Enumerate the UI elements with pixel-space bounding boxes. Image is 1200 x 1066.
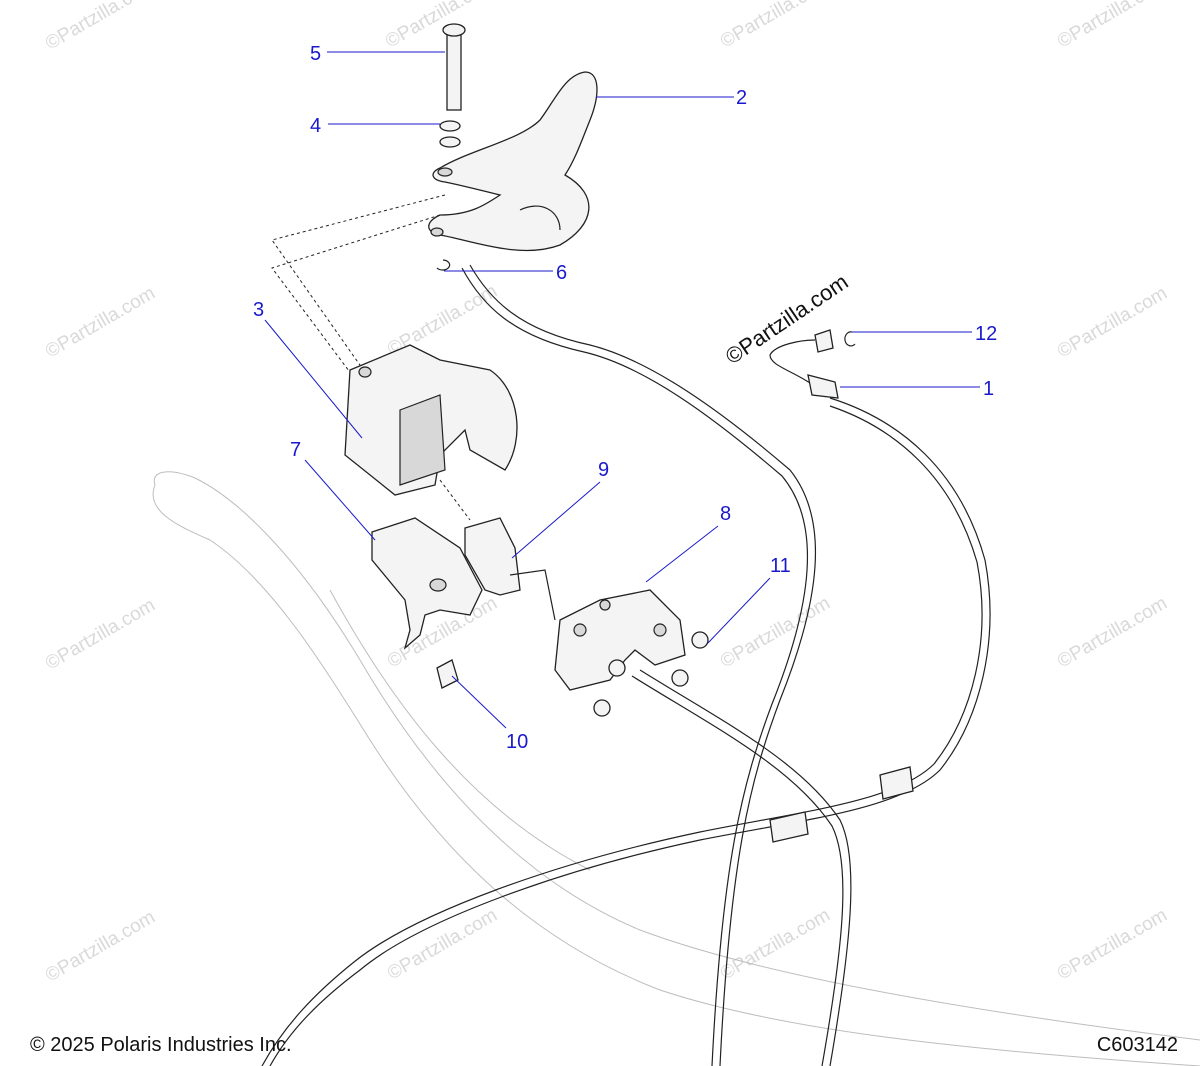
- callout-6[interactable]: 6: [556, 262, 567, 284]
- callout-12[interactable]: 12: [975, 323, 997, 345]
- callout-3[interactable]: 3: [253, 299, 264, 321]
- clip-part-6: [436, 259, 451, 271]
- watermark: ©Partzilla.com: [1054, 0, 1171, 52]
- watermark: ©Partzilla.com: [42, 907, 159, 987]
- callout-5[interactable]: 5: [310, 43, 321, 65]
- switch-part-9: [464, 517, 556, 621]
- callout-9[interactable]: 9: [598, 459, 609, 481]
- watermark: ©Partzilla.com: [1054, 905, 1171, 985]
- watermark: ©Partzilla.com: [717, 593, 834, 673]
- callout-7[interactable]: 7: [290, 439, 301, 461]
- screws-part-11: [593, 631, 709, 717]
- drawing-id: C603142: [1096, 1034, 1178, 1056]
- callout-1[interactable]: 1: [983, 378, 994, 400]
- watermark: ©Partzilla.com: [382, 0, 499, 52]
- washers-part-4: [439, 120, 461, 148]
- lever-part-2: [428, 71, 598, 252]
- clamp-part-7: [371, 517, 483, 650]
- callout-2[interactable]: 2: [736, 87, 747, 109]
- callout-4[interactable]: 4: [310, 115, 321, 137]
- cables: [261, 264, 991, 1066]
- watermark: ©Partzilla.com: [384, 905, 501, 985]
- leader-9: [511, 481, 601, 559]
- watermarks: ©Partzilla.com ©Partzilla.com ©Partzilla…: [42, 0, 1171, 986]
- watermark: ©Partzilla.com: [1054, 593, 1171, 673]
- leader-lines: [264, 51, 980, 729]
- leader-11: [707, 577, 771, 644]
- bracket-part-8: [554, 589, 686, 691]
- watermark: ©Partzilla.com: [42, 283, 159, 363]
- leader-7: [304, 459, 376, 541]
- leader-10: [451, 675, 507, 729]
- leader-8: [645, 525, 719, 583]
- watermark: ©Partzilla.com: [42, 0, 159, 54]
- callouts: 1 2 3 4 5 6 7 8 9 10 11 12: [253, 43, 997, 753]
- handlebar: [152, 471, 1200, 1066]
- copyright-notice: © 2025 Polaris Industries Inc.: [30, 1034, 292, 1056]
- housing-part-3: [344, 344, 518, 496]
- watermark: ©Partzilla.com: [1054, 283, 1171, 363]
- callout-10[interactable]: 10: [506, 731, 528, 753]
- callout-11[interactable]: 11: [770, 555, 791, 577]
- watermark: ©Partzilla.com: [717, 0, 834, 52]
- pin-part-5: [442, 23, 466, 111]
- alignment-lines: [271, 194, 471, 521]
- cap-part-10: [436, 659, 459, 689]
- callout-8[interactable]: 8: [720, 503, 731, 525]
- watermark: ©Partzilla.com: [717, 905, 834, 985]
- watermark: ©Partzilla.com: [42, 595, 159, 675]
- center-watermark: ©Partzilla.com: [721, 269, 853, 369]
- connector-parts-1-12: [807, 329, 856, 399]
- leader-3: [264, 319, 363, 439]
